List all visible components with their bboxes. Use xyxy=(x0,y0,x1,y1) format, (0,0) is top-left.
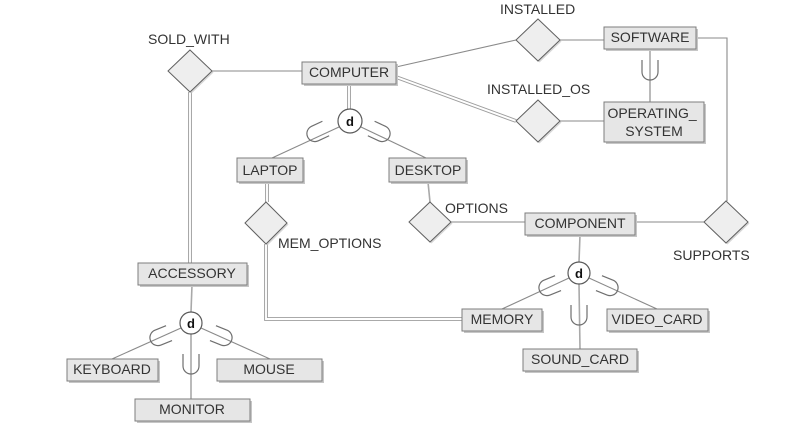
entity-desktop-label: DESKTOP xyxy=(395,162,462,178)
relationship-installed-os-label: INSTALLED_OS xyxy=(487,81,590,97)
connection-software-supports xyxy=(696,37,728,201)
specialization-component-symbol: d xyxy=(575,266,583,281)
relationship-labels: SOLD_WITH INSTALLED INSTALLED_OS OPTIONS… xyxy=(148,1,750,263)
connection-specialization-video-card xyxy=(588,277,658,310)
relationship-mem-options-label: MEM_OPTIONS xyxy=(278,235,381,251)
entity-accessory[interactable]: ACCESSORY xyxy=(137,262,249,287)
connection-mem-options-memory xyxy=(264,244,462,321)
single-connections xyxy=(111,37,728,399)
subset-icon-sound-card xyxy=(570,305,588,326)
subset-icon-mouse xyxy=(209,325,233,347)
connection-specialization-mouse xyxy=(200,327,271,360)
connection-specialization-sound-card xyxy=(578,283,581,350)
connection-computer-installed xyxy=(395,39,517,68)
subset-icon-monitor xyxy=(182,354,200,375)
connection-specialization-laptop xyxy=(271,126,340,159)
entity-accessory-label: ACCESSORY xyxy=(148,265,236,281)
relationship-installed-os[interactable] xyxy=(515,99,562,144)
subset-icon-desktop xyxy=(367,120,391,143)
entity-memory-label: MEMORY xyxy=(471,311,534,327)
entity-software-label: SOFTWARE xyxy=(611,29,690,45)
connection-specialization-keyboard xyxy=(111,327,182,360)
entity-monitor-label: MONITOR xyxy=(159,401,225,417)
subset-icon-video-card xyxy=(595,275,619,297)
entity-monitor[interactable]: MONITOR xyxy=(134,398,252,423)
specialization-circle-accessory[interactable]: d xyxy=(179,311,203,335)
specialization-circle-component[interactable]: d xyxy=(567,261,591,285)
subset-icon-keyboard xyxy=(149,325,173,347)
entity-operating-system[interactable]: OPERATING_ SYSTEM xyxy=(603,101,706,144)
relationship-installed[interactable] xyxy=(515,18,562,63)
entity-operating-system-label: OPERATING_ SYSTEM xyxy=(607,105,700,139)
entity-laptop-label: LAPTOP xyxy=(243,162,298,178)
relationship-supports[interactable] xyxy=(703,200,750,245)
entity-desktop[interactable]: DESKTOP xyxy=(388,157,468,184)
subset-icon-software-os xyxy=(641,60,659,81)
relationship-installed-label: INSTALLED xyxy=(500,1,575,17)
subset-icon-laptop xyxy=(306,120,330,143)
entity-video-card[interactable]: VIDEO_CARD xyxy=(606,308,710,333)
connection-accessory-specialization xyxy=(190,284,193,313)
entity-software[interactable]: SOFTWARE xyxy=(603,26,698,51)
subset-icon-memory xyxy=(538,275,562,297)
relationship-sold-with-label: SOLD_WITH xyxy=(148,31,230,47)
entity-video-card-label: VIDEO_CARD xyxy=(611,311,702,327)
entity-laptop[interactable]: LAPTOP xyxy=(236,157,305,184)
entity-computer[interactable]: COMPUTER xyxy=(301,61,398,86)
entity-computer-label: COMPUTER xyxy=(309,64,389,80)
connection-desktop-options xyxy=(427,181,431,203)
relationship-sold-with[interactable] xyxy=(167,49,214,94)
specialization-accessory-symbol: d xyxy=(187,316,195,331)
relationship-mem-options[interactable] xyxy=(244,201,289,246)
entity-sound-card-label: SOUND_CARD xyxy=(531,351,629,367)
specialization-computer-symbol: d xyxy=(346,114,354,129)
connection-computer-installed-os xyxy=(395,75,517,123)
subset-symbols xyxy=(149,60,659,375)
entity-sound-card[interactable]: SOUND_CARD xyxy=(522,348,639,373)
relationship-options[interactable] xyxy=(408,201,453,244)
specialization-circle-computer[interactable]: d xyxy=(337,108,363,134)
relationship-supports-label: SUPPORTS xyxy=(673,247,750,263)
relationship-options-label: OPTIONS xyxy=(445,200,508,216)
entity-component[interactable]: COMPONENT xyxy=(524,212,637,237)
connection-specialization-desktop xyxy=(360,126,427,159)
connection-specialization-memory xyxy=(501,277,570,310)
entity-keyboard-label: KEYBOARD xyxy=(73,361,151,377)
entity-mouse-label: MOUSE xyxy=(243,361,294,377)
entity-memory[interactable]: MEMORY xyxy=(461,308,544,333)
entity-keyboard[interactable]: KEYBOARD xyxy=(66,358,160,383)
double-connections xyxy=(188,75,517,321)
entity-component-label: COMPONENT xyxy=(535,215,626,231)
connection-component-specialization xyxy=(578,234,581,263)
entity-mouse[interactable]: MOUSE xyxy=(216,358,324,383)
